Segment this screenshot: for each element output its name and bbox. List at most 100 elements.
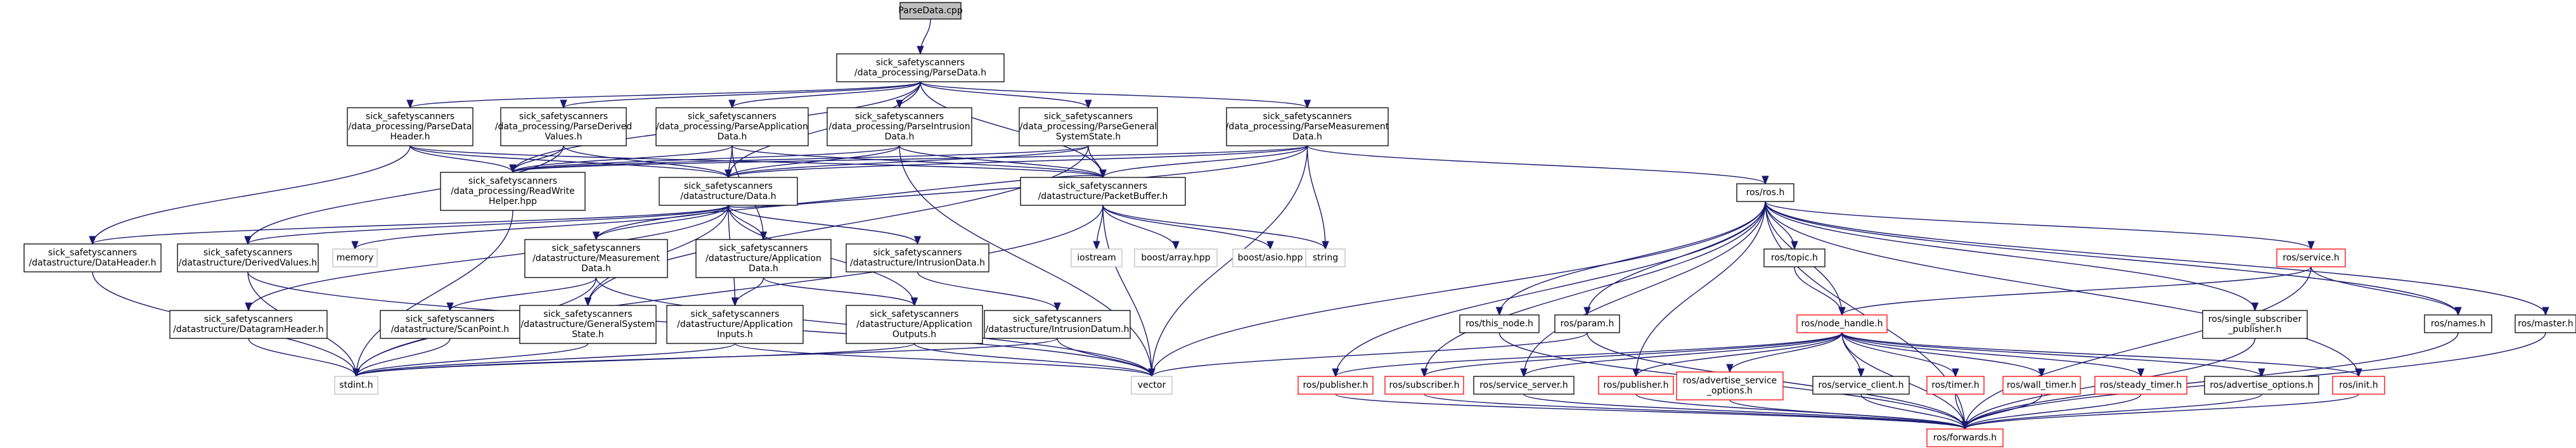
node-publisher-a[interactable]: ros/publisher.h <box>1298 376 1374 395</box>
node-names[interactable]: ros/names.h <box>2424 314 2492 333</box>
node-label-line: iostream <box>1077 253 1116 263</box>
edge-data_h-to-intrusiondata <box>728 205 918 245</box>
node-root[interactable]: ParseData.cpp <box>898 2 963 20</box>
node-label-line: /datastructure/IntrusionDatum.h <box>986 324 1130 335</box>
node-subscriber[interactable]: ros/subscriber.h <box>1384 376 1464 395</box>
edge-packetbuffer-to-boostasio <box>1102 205 1270 250</box>
node-applicationdata[interactable]: sick_safetyscanners/datastructure/Applic… <box>695 239 832 278</box>
node-label-line: _publisher.h <box>2228 324 2282 335</box>
node-label-line: sick_safetyscanners <box>870 309 958 319</box>
edge-parseapplication-to-packetbuffer <box>731 145 1103 178</box>
edge-appinputs-to-vector <box>734 343 1152 377</box>
node-generalsystemstate[interactable]: sick_safetyscanners/datastructure/Genera… <box>519 305 657 344</box>
node-box <box>1071 248 1123 267</box>
node-readwrite[interactable]: sick_safetyscanners/data_processing/Read… <box>440 172 586 211</box>
node-service-client[interactable]: ros/service_client.h <box>1812 376 1910 395</box>
node-ros-h[interactable]: ros/ros.h <box>1736 183 1794 202</box>
node-box <box>1298 376 1374 395</box>
node-label-line: /datastructure/Application <box>856 319 972 330</box>
node-forwards[interactable]: ros/forwards.h <box>1926 428 2004 447</box>
node-label-line: /data_processing/ParseGeneral <box>1020 122 1157 132</box>
node-vector: vector <box>1131 376 1173 395</box>
node-datagramheader[interactable]: sick_safetyscanners/datastructure/Datagr… <box>169 310 328 339</box>
node-this-node[interactable]: ros/this_node.h <box>1459 314 1540 333</box>
node-steady-timer[interactable]: ros/steady_timer.h <box>2094 376 2187 395</box>
node-service-server[interactable]: ros/service_server.h <box>1473 376 1575 395</box>
node-publisher-b[interactable]: ros/publisher.h <box>1598 376 1674 395</box>
node-label-line: ros/wall_timer.h <box>2007 380 2077 390</box>
node-label-line: sick_safetyscanners <box>519 112 608 122</box>
node-label-line: ros/timer.h <box>1931 380 1979 390</box>
node-advertise-options[interactable]: ros/advertise_options.h <box>2204 376 2319 395</box>
node-label-line: Data.h <box>749 264 778 274</box>
node-scanpoint[interactable]: sick_safetyscanners/datastructure/ScanPo… <box>380 310 520 339</box>
edge-ros_h-to-master <box>1765 201 2546 315</box>
edge-intrusiondatum-to-stdint <box>356 338 1058 377</box>
edge-measurementdata-to-scanpoint <box>450 277 597 311</box>
node-label-line: ros/steady_timer.h <box>2100 380 2182 390</box>
node-box <box>2202 310 2308 339</box>
node-parseapplication[interactable]: sick_safetyscanners/data_processing/Pars… <box>655 107 809 146</box>
node-box <box>1134 248 1218 267</box>
node-param[interactable]: ros/param.h <box>1554 314 1620 333</box>
node-single-sub[interactable]: ros/single_subscriber_publisher.h <box>2202 310 2308 339</box>
node-advertise-service[interactable]: ros/advertise_service_options.h <box>1676 371 1784 400</box>
node-wall-timer[interactable]: ros/wall_timer.h <box>2002 376 2081 395</box>
node-label-line: ros/ros.h <box>1746 188 1785 198</box>
node-intrusiondatum[interactable]: sick_safetyscanners/datastructure/Intrus… <box>984 310 1131 339</box>
node-box <box>2332 376 2385 395</box>
edge-ros_h-to-service_h <box>1765 201 2311 250</box>
edge-init-to-forwards <box>1965 394 2359 430</box>
node-box <box>666 305 804 344</box>
node-topic[interactable]: ros/topic.h <box>1763 248 1826 267</box>
edge-intrusiondatum-to-vector <box>1057 338 1152 377</box>
node-measurementdata[interactable]: sick_safetyscanners/datastructure/Measur… <box>524 239 668 278</box>
node-parsegeneral[interactable]: sick_safetyscanners/data_processing/Pars… <box>1019 107 1158 146</box>
node-data-h[interactable]: sick_safetyscanners/datastructure/Data.h <box>659 177 798 206</box>
node-label-line: sick_safetyscanners <box>855 112 944 122</box>
node-parsemeasurement[interactable]: sick_safetyscanners/data_processing/Pars… <box>1226 107 1389 146</box>
node-box <box>1554 314 1620 333</box>
node-label-line: sick_safetyscanners <box>688 112 776 122</box>
node-box <box>1763 248 1826 267</box>
node-parsedataheader[interactable]: sick_safetyscanners/data_processing/Pars… <box>347 107 473 146</box>
node-box <box>836 53 1005 82</box>
node-label-line: sick_safetyscanners <box>1013 314 1102 324</box>
node-label-line: /datastructure/PacketBuffer.h <box>1038 191 1168 202</box>
edge-service_client-to-forwards <box>1860 394 1965 430</box>
node-label-line: sick_safetyscanners <box>468 176 557 186</box>
node-label-line: /datastructure/GeneralSystem <box>521 319 655 330</box>
edge-node_handle-to-subscriber <box>1424 332 1843 377</box>
node-box <box>2002 376 2081 395</box>
node-box <box>332 248 378 267</box>
node-box <box>1598 376 1674 395</box>
edge-subscriber-to-forwards <box>1424 394 1965 430</box>
node-dataheader[interactable]: sick_safetyscanners/datastructure/DataHe… <box>23 243 162 272</box>
node-parsederived[interactable]: sick_safetyscanners/data_processing/Pars… <box>495 107 632 146</box>
node-packetbuffer[interactable]: sick_safetyscanners/datastructure/Packet… <box>1020 177 1186 206</box>
node-box <box>1926 376 1985 395</box>
edge-parsederived-to-derivedvalues <box>248 145 564 244</box>
node-parsedata-h[interactable]: sick_safetyscanners/data_processing/Pars… <box>836 53 1005 82</box>
node-label-line: stdint.h <box>339 380 373 390</box>
node-intrusiondata[interactable]: sick_safetyscanners/datastructure/Intrus… <box>846 243 989 272</box>
node-box <box>1473 376 1575 395</box>
node-label-line: /data_processing/ParseData <box>349 122 472 132</box>
node-timer[interactable]: ros/timer.h <box>1926 376 1985 395</box>
node-master[interactable]: ros/master.h <box>2515 314 2576 333</box>
node-appinputs[interactable]: sick_safetyscanners/datastructure/Applic… <box>666 305 804 344</box>
node-appoutputs[interactable]: sick_safetyscanners/datastructure/Applic… <box>846 305 983 344</box>
edge-parseapplication-to-data_h <box>728 145 733 177</box>
node-box <box>695 239 832 278</box>
node-derivedvalues[interactable]: sick_safetyscanners/datastructure/Derive… <box>177 243 319 272</box>
edge-parsemeasurement-to-readwrite <box>513 145 1308 173</box>
node-box <box>984 310 1131 339</box>
node-node-handle[interactable]: ros/node_handle.h <box>1796 314 1888 333</box>
node-parseintrusion[interactable]: sick_safetyscanners/data_processing/Pars… <box>827 107 972 146</box>
node-label-line: ros/names.h <box>2431 319 2485 329</box>
node-init[interactable]: ros/init.h <box>2332 376 2385 395</box>
node-service-h[interactable]: ros/service.h <box>2276 248 2346 267</box>
edge-parseintrusion-to-packetbuffer <box>899 145 1103 178</box>
edge-applicationdata-to-appoutputs <box>763 277 915 306</box>
node-box <box>2424 314 2492 333</box>
